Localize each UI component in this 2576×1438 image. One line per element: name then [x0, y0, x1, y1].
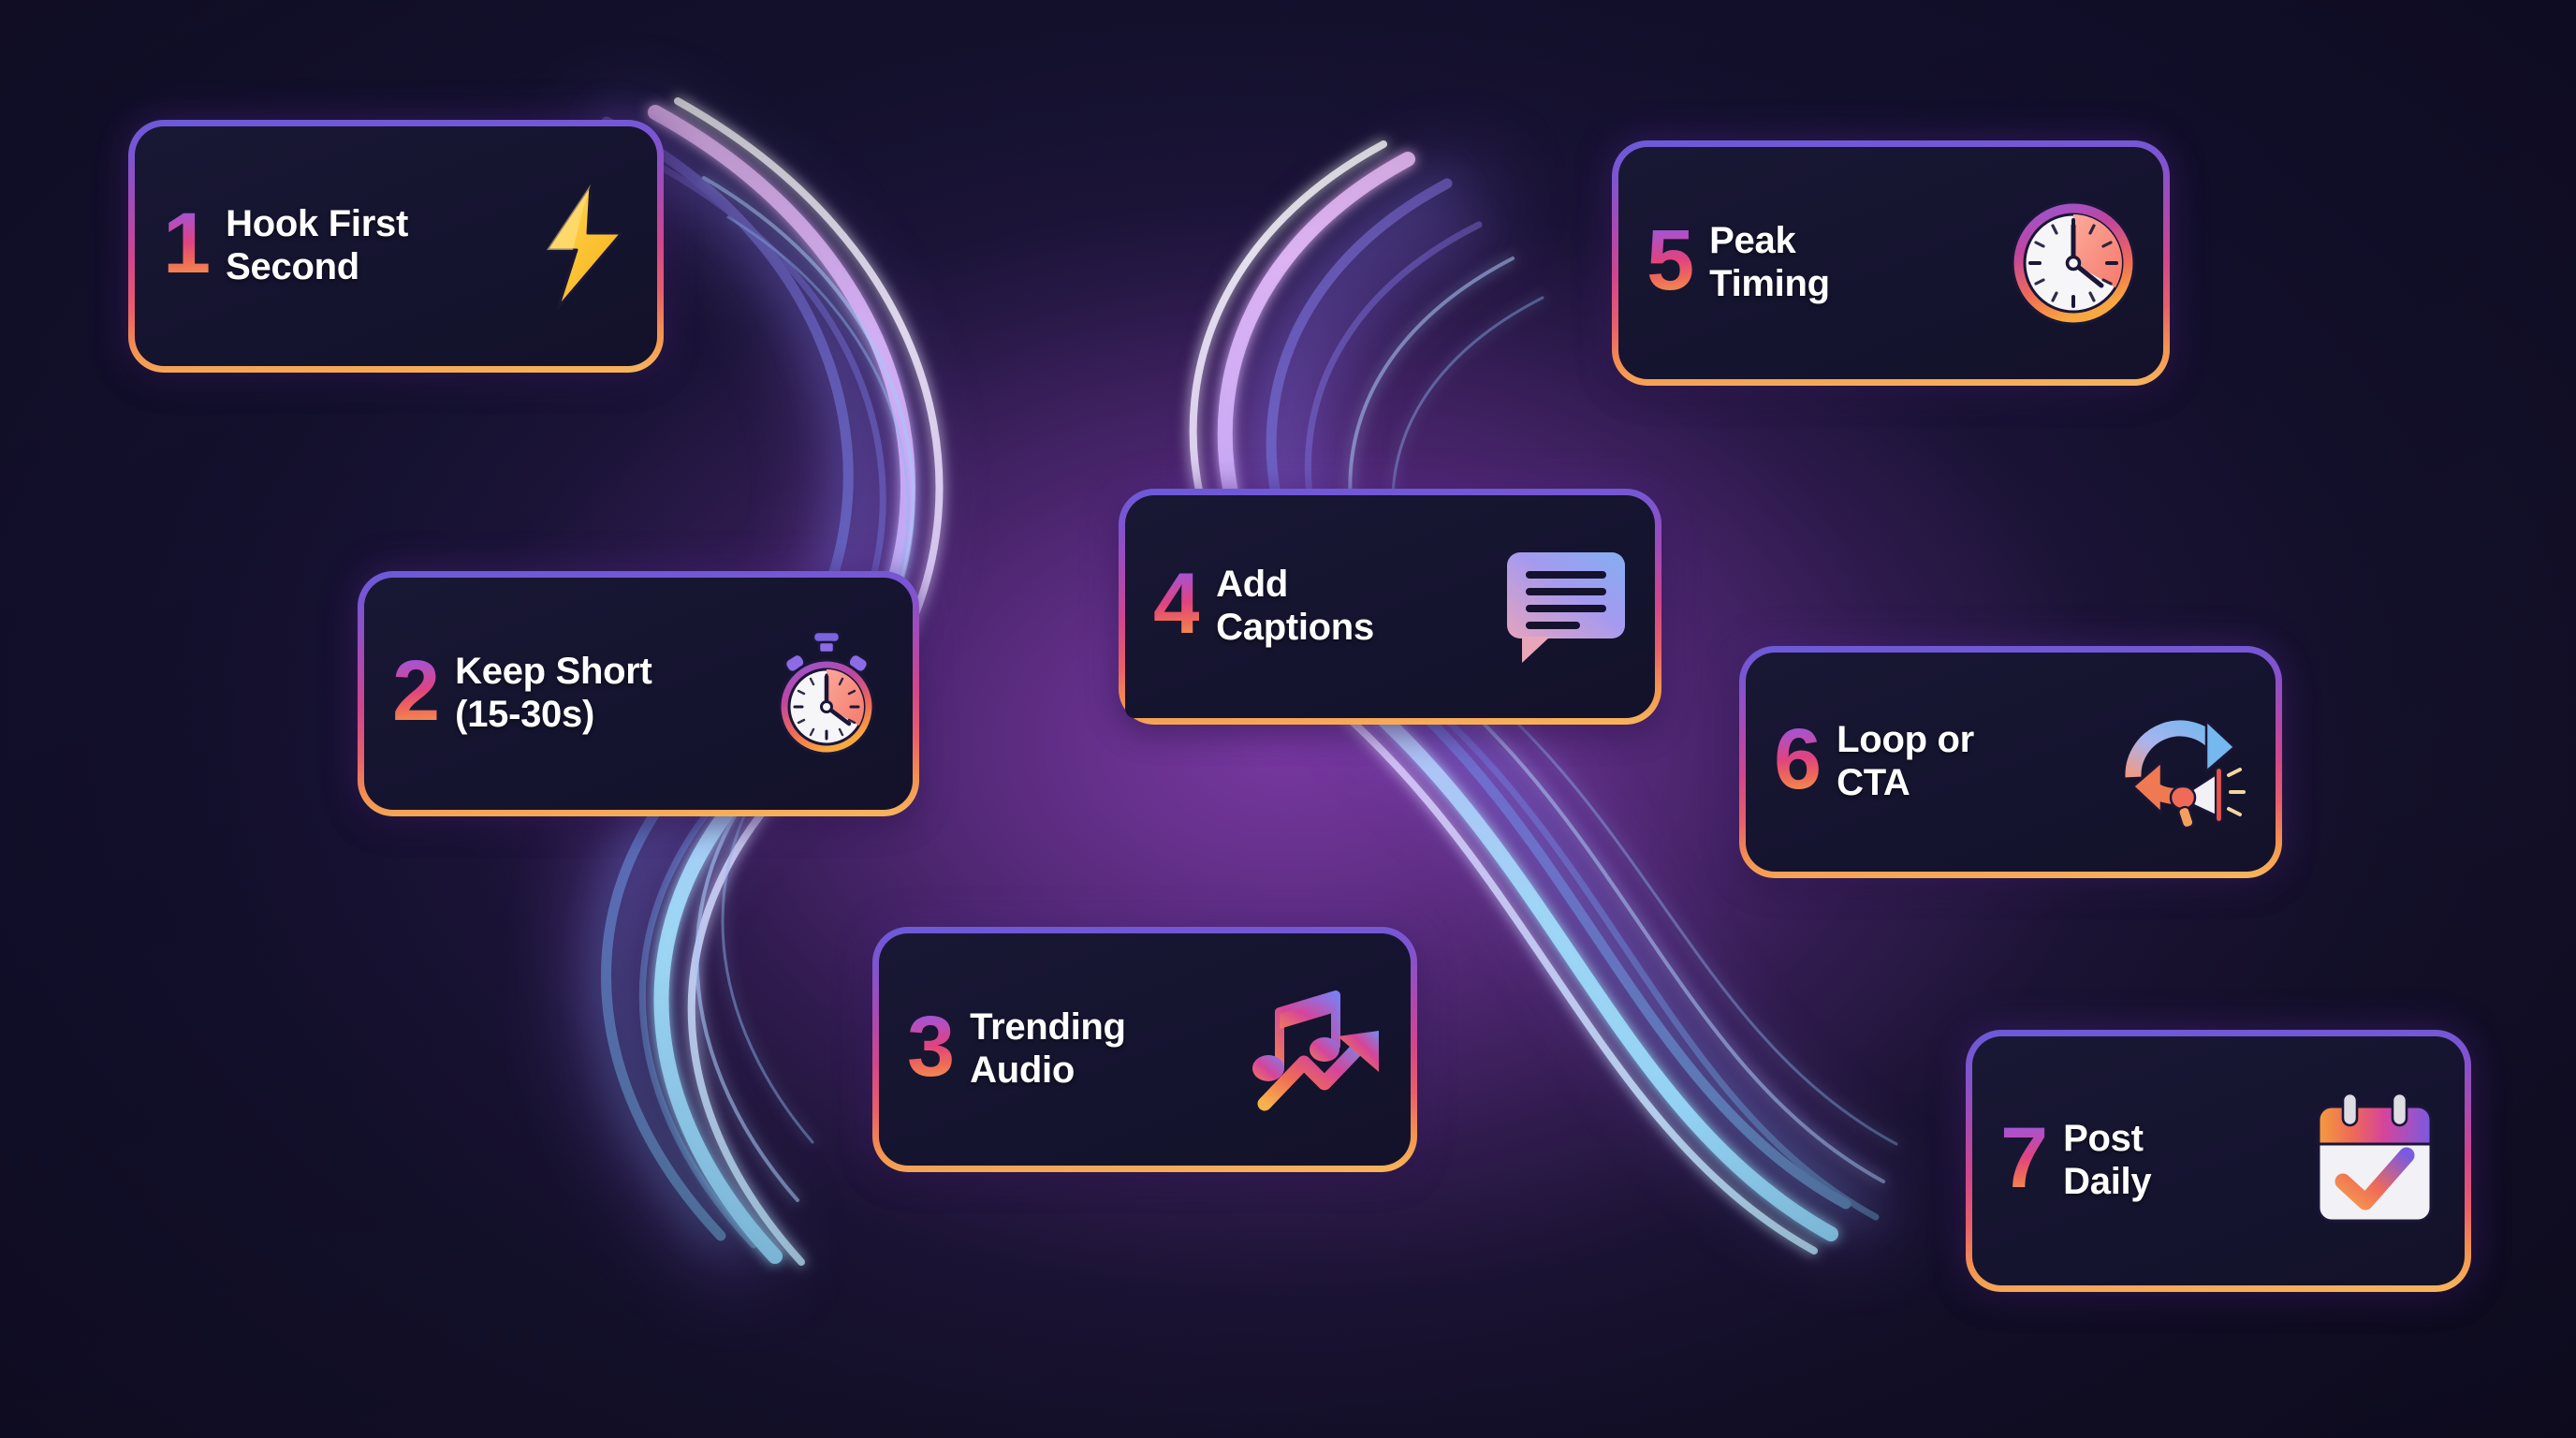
music-trend-icon: [1246, 984, 1386, 1115]
tip-card-4[interactable]: 4 Add Captions: [1119, 489, 1661, 725]
tip-number-3: 3: [907, 999, 955, 1095]
tip-card-4-inner: 4 Add Captions: [1125, 495, 1655, 718]
calendar-check-icon: [2309, 1093, 2440, 1228]
tip-card-3-inner: 3 Trending Audio: [879, 933, 1411, 1166]
loop-megaphone-icon: [2113, 697, 2251, 828]
clock-icon: [2008, 198, 2139, 329]
tip-number-2: 2: [392, 643, 440, 740]
tip-card-2-inner: 2 Keep Short (15-30s): [364, 578, 913, 810]
tip-label-7: Post Daily: [2063, 1118, 2152, 1202]
tip-card-6[interactable]: 6 Loop or CTA: [1739, 646, 2282, 878]
tip-card-5[interactable]: 5 Peak Timing: [1612, 140, 2170, 386]
speech-bubble-icon: [1501, 547, 1631, 667]
tip-card-7-inner: 7 Post Daily: [1972, 1036, 2465, 1285]
tip-number-6: 6: [1774, 712, 1822, 808]
tip-label-5: Peak Timing: [1709, 220, 1830, 304]
tip-card-5-inner: 5 Peak Timing: [1618, 147, 2163, 379]
tip-number-1: 1: [163, 196, 211, 292]
tip-label-4: Add Captions: [1216, 564, 1374, 648]
tip-label-1: Hook First Second: [226, 203, 408, 287]
tip-card-2[interactable]: 2 Keep Short (15-30s): [358, 571, 919, 816]
lightning-bolt-icon: [532, 181, 633, 312]
tip-number-4: 4: [1153, 556, 1201, 653]
tip-card-1[interactable]: 1 Hook First Second: [128, 120, 664, 373]
tip-card-3[interactable]: 3 Trending Audio: [872, 927, 1417, 1172]
tip-number-7: 7: [2000, 1110, 2048, 1207]
tip-label-2: Keep Short (15-30s): [455, 651, 652, 735]
tip-number-5: 5: [1647, 213, 1694, 309]
stopwatch-icon: [765, 628, 888, 759]
tip-label-3: Trending Audio: [970, 1006, 1126, 1091]
tip-label-6: Loop or CTA: [1837, 719, 1974, 803]
tip-card-6-inner: 6 Loop or CTA: [1746, 653, 2276, 872]
tip-card-1-inner: 1 Hook First Second: [135, 126, 657, 366]
tip-card-7[interactable]: 7 Post Daily: [1966, 1030, 2471, 1292]
